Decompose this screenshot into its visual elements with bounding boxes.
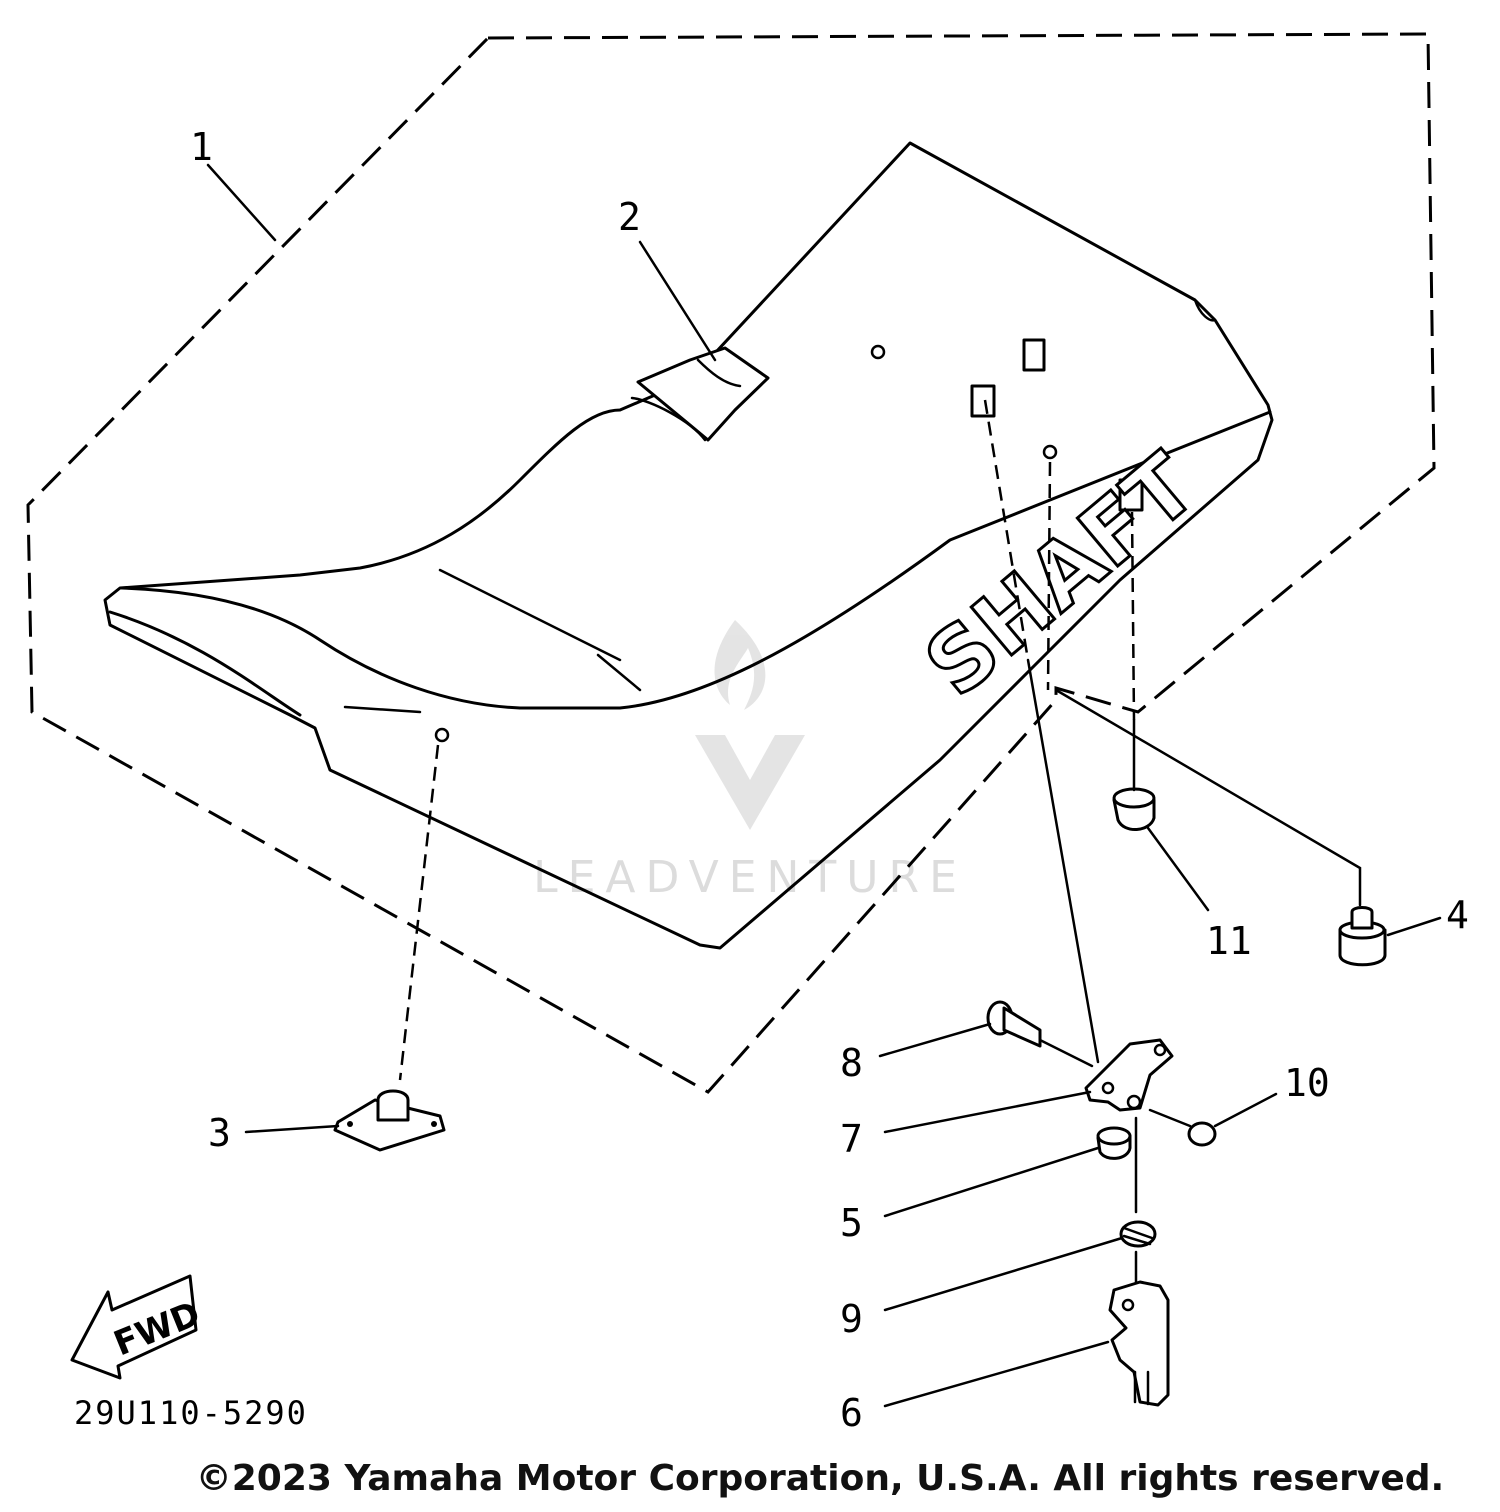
callout-4: 4: [1446, 893, 1469, 937]
leader-line-9: [883, 1236, 1124, 1312]
watermark-flame-icon: [714, 620, 766, 710]
seat: SHAFT: [103, 141, 1274, 950]
leader-line-11: [1146, 826, 1210, 912]
callout-7: 7: [840, 1117, 863, 1161]
spring: [1119, 1220, 1157, 1248]
leader-line-6: [883, 1340, 1110, 1408]
leader-line-10: [1213, 1092, 1278, 1128]
seat-rear-edge: [1193, 298, 1217, 322]
copyright-notice: ©2023 Yamaha Motor Corporation, U.S.A. A…: [195, 1458, 1445, 1499]
callout-11: 11: [1206, 919, 1252, 963]
seat-stud: [970, 384, 996, 418]
leader-line-7: [883, 1090, 1092, 1134]
bumper-plate: [333, 1089, 446, 1152]
watermark: LEADVENTURE: [533, 620, 967, 903]
forward-arrow-icon: [70, 1274, 198, 1380]
leader-line-3: [244, 1124, 340, 1134]
diagram-part-code: 29U110-5290: [74, 1394, 308, 1432]
watermark-text: LEADVENTURE: [533, 852, 967, 903]
seat-crease-1: [438, 568, 622, 662]
forward-arrow: FWD: [70, 1274, 206, 1380]
leader-line-1: [206, 163, 277, 242]
seat-upper-edge: [120, 410, 1272, 710]
assembly-line: [1054, 688, 1362, 907]
leader-line-5: [883, 1146, 1100, 1218]
seat-hole: [434, 727, 450, 743]
seat-hole: [870, 344, 886, 360]
assembly-line: [1046, 461, 1052, 691]
seat-lock: [1108, 1280, 1170, 1407]
seat-logo: SHAFT: [907, 435, 1215, 716]
leader-line-2: [638, 240, 717, 362]
watermark-v-icon: [695, 735, 805, 830]
callout-8: 8: [840, 1041, 863, 1085]
callout-5: 5: [840, 1201, 863, 1245]
seat-crease-2: [596, 653, 642, 692]
bolt: [986, 1000, 1042, 1048]
leader-line-4: [1386, 916, 1442, 937]
seat-strap: [630, 346, 770, 442]
assembly-line: [1026, 658, 1100, 1064]
collar: [1187, 1121, 1217, 1147]
flange-nut: [1112, 787, 1156, 831]
seat-lock-bracket: [1084, 1038, 1174, 1112]
seat-side-line: [343, 705, 422, 714]
callout-2: 2: [618, 195, 641, 239]
assembly-line: [1130, 511, 1136, 721]
callout-9: 9: [840, 1297, 863, 1341]
seat-assembly-boundary: [26, 32, 1436, 1094]
assembly-line: [398, 744, 440, 1081]
callout-3: 3: [208, 1111, 231, 1155]
seat-stud: [1022, 338, 1046, 372]
callout-6: 6: [840, 1391, 863, 1435]
assembly-line: [1038, 1038, 1094, 1068]
seat-hole: [1042, 444, 1058, 460]
damper: [1338, 906, 1387, 967]
callout-1: 1: [190, 125, 213, 169]
seat-outline: [103, 141, 1274, 950]
assembly-line: [1148, 1108, 1192, 1128]
leader-line-8: [878, 1022, 992, 1058]
callout-10: 10: [1284, 1061, 1330, 1105]
seat-front-lip: [108, 610, 302, 717]
seat-stud: [1118, 478, 1144, 512]
lock-nut: [1096, 1126, 1132, 1160]
